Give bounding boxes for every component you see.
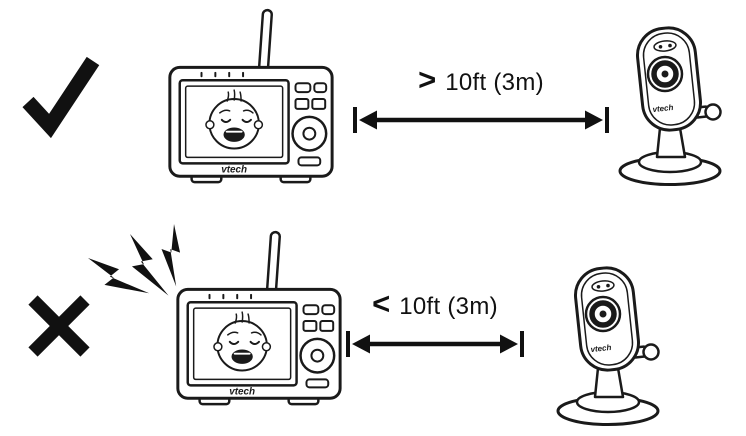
double-arrow [353,107,609,133]
parent-monitor-illustration-noisy [158,230,356,418]
checkmark-icon [22,52,100,140]
distance-value: 10ft (3m) [399,293,498,320]
camera-illustration-noisy [548,262,673,430]
parent-monitor-illustration [150,8,348,196]
distance-label: < 10ft (3m) [372,288,498,319]
distance-label: > 10ft (3m) [418,64,544,95]
camera-illustration [610,22,735,190]
noise-bolts-icon [88,224,218,308]
double-arrow [346,331,524,357]
distance-indicator-near: < 10ft (3m) [345,288,525,359]
distance-value: 10ft (3m) [445,69,544,96]
comparator-symbol: > [418,62,437,97]
distance-indicator-far: > 10ft (3m) [352,64,610,135]
comparator-symbol: < [372,286,391,321]
cross-icon [26,293,92,359]
